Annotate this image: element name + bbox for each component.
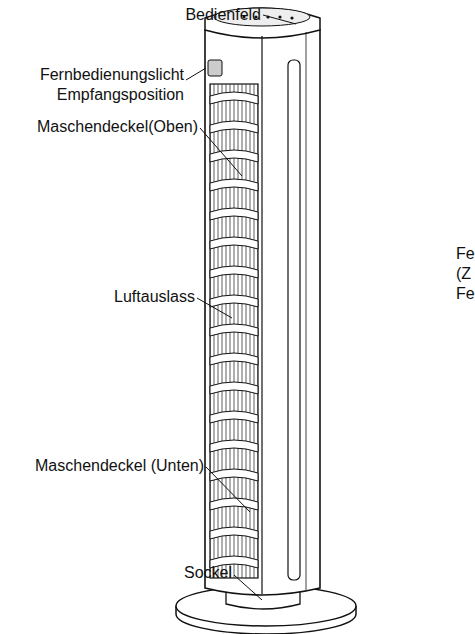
fan-body [205,8,320,595]
louver [210,411,258,423]
louvers [210,92,258,568]
part-label: Maschendeckel(Oben) [37,117,198,137]
louver [210,440,258,452]
louver [210,527,258,539]
cut-text: Fe [456,244,475,264]
part-label: Maschendeckel (Unten) [35,456,204,476]
louver [210,353,258,365]
louver [210,295,258,307]
louver [210,150,258,162]
cut-text: (Z [456,264,471,284]
louver [210,179,258,191]
part-label: Sockel [184,563,232,583]
louver [210,237,258,249]
part-label: Bedienfeld [185,5,261,25]
louver [210,266,258,278]
louver [210,121,258,133]
part-label: Luftauslass [114,287,195,307]
louver [210,382,258,394]
part-label: Fernbedienungslicht Empfangsposition [14,65,184,105]
leader-lines [186,15,296,600]
cut-text: Fe [456,284,475,304]
louver [210,469,258,481]
louver [210,92,258,104]
louver [210,208,258,220]
louver [210,498,258,510]
louver [210,324,258,336]
